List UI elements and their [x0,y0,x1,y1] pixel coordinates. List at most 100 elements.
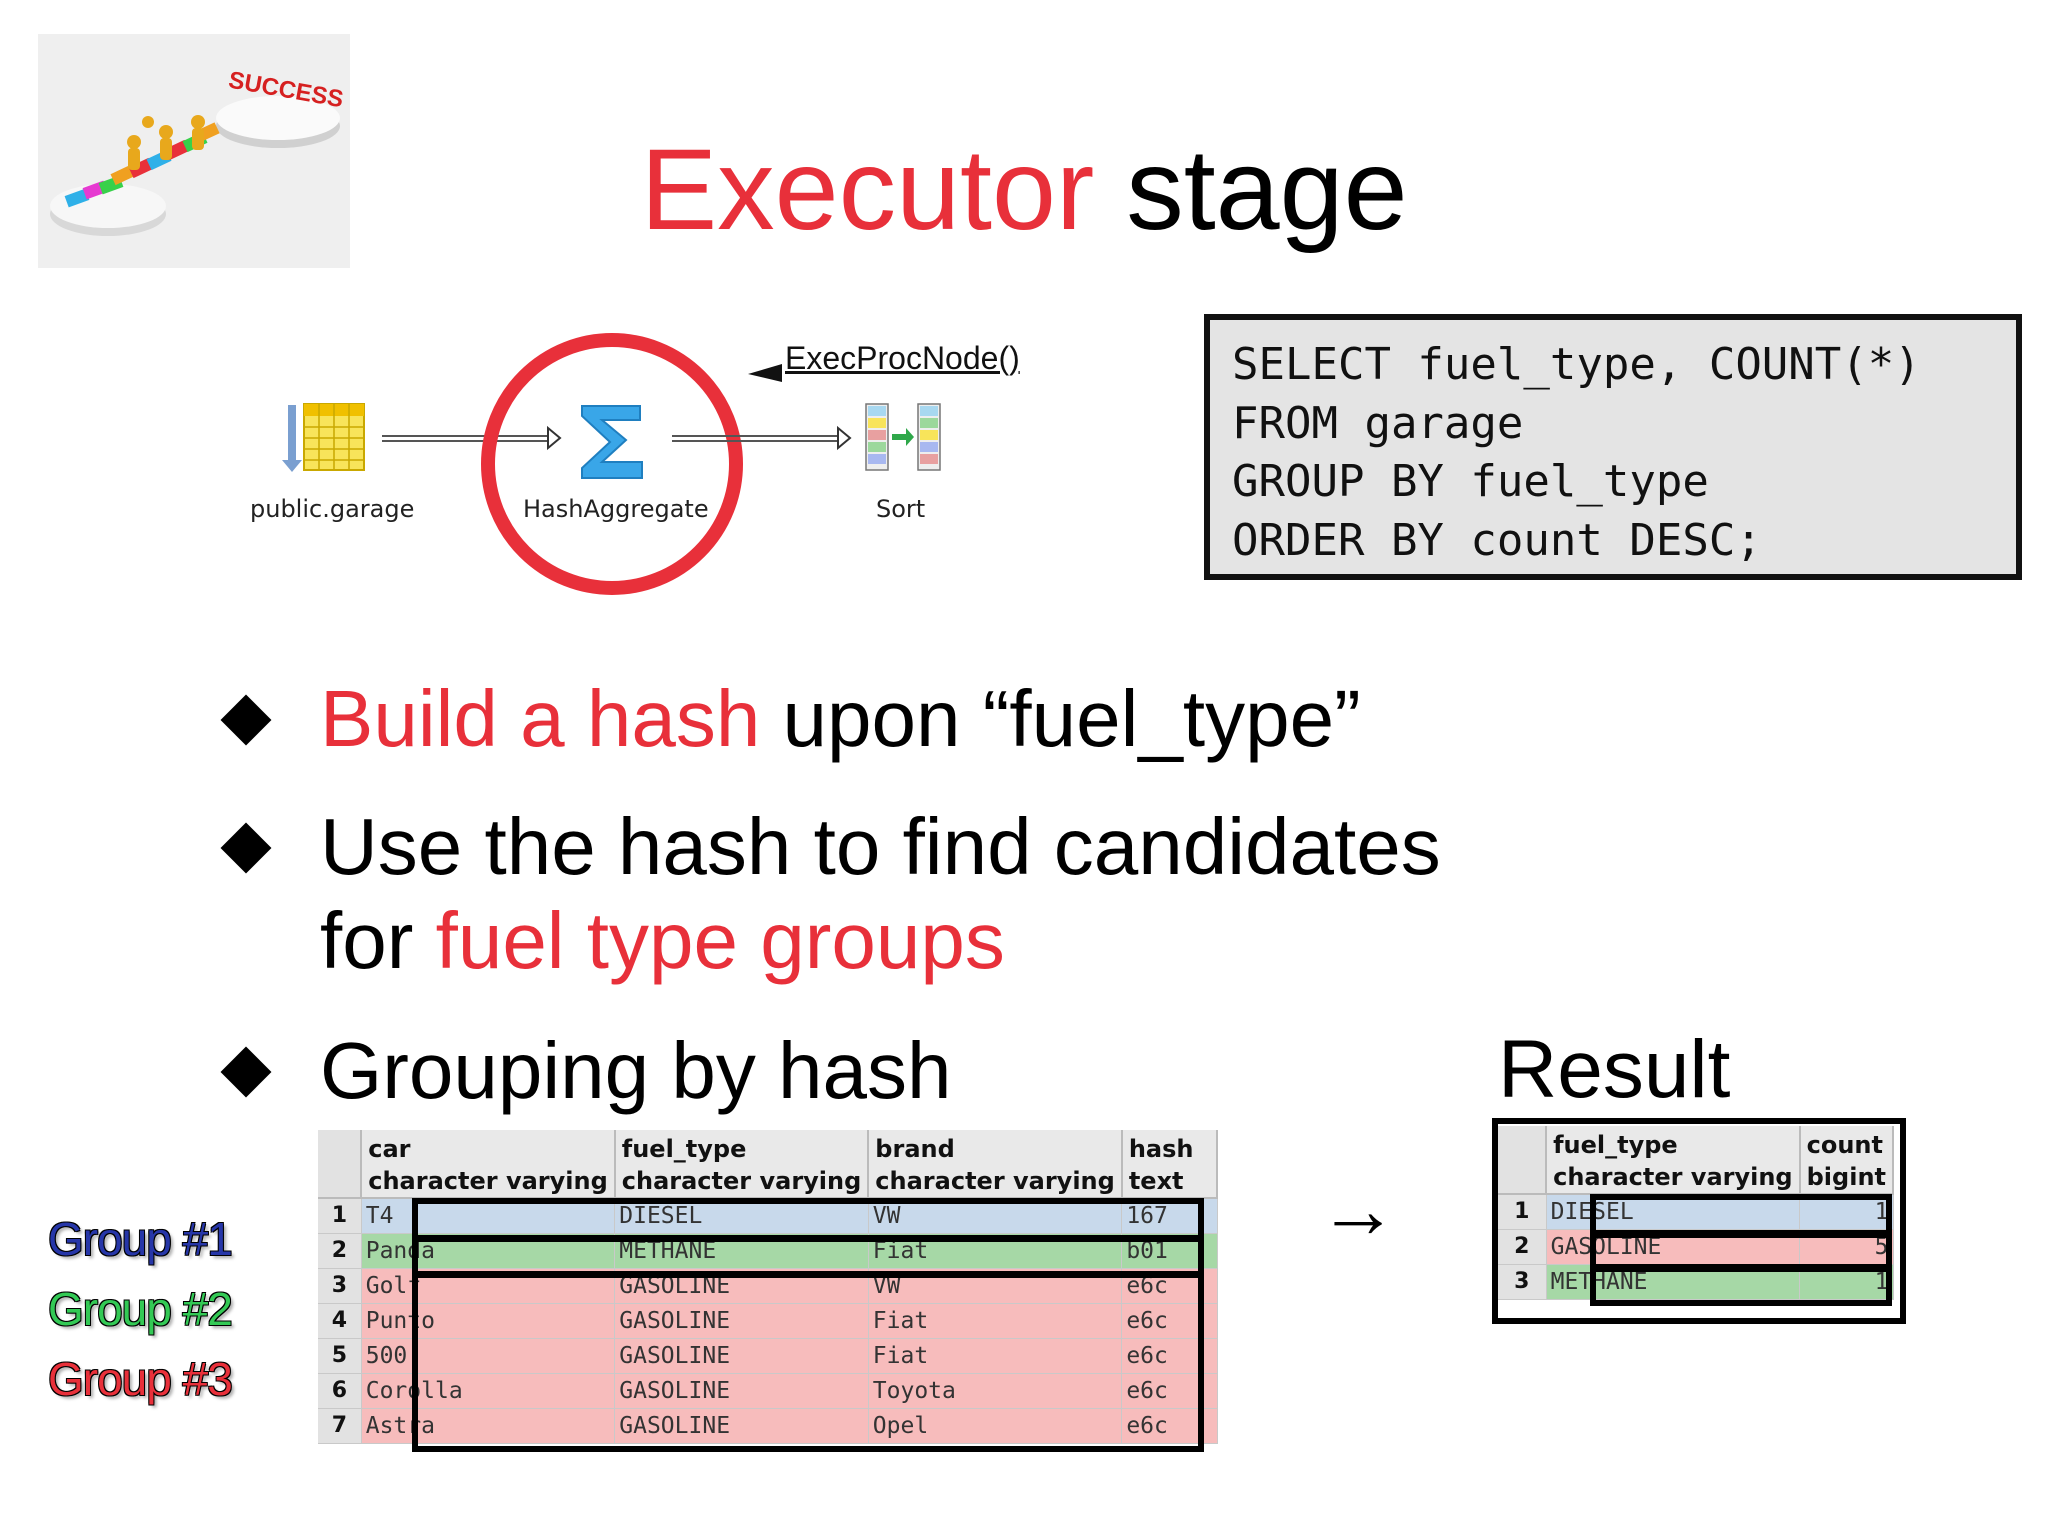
title-highlight: Executor [640,126,1095,254]
cell-car[interactable]: Punto [361,1303,616,1339]
column-header-fuel-type[interactable]: fuel_type character varying [1546,1126,1801,1195]
success-steps-icon: SUCCESS [50,67,345,236]
cell-car[interactable]: Corolla [361,1373,616,1409]
cell-hash[interactable]: e6c [1121,1338,1218,1374]
cell-fuel-type[interactable]: METHANE [1546,1264,1801,1300]
table-row[interactable]: 7 Astra GASOLINE Opel e6c [318,1408,1218,1444]
cell-fuel-type[interactable]: GASOLINE [1546,1229,1801,1265]
column-header-brand[interactable]: brand character varying [868,1130,1123,1199]
column-type: character varying [1553,1163,1793,1191]
cell-brand[interactable]: Fiat [868,1233,1123,1269]
row-number: 5 [318,1338,362,1374]
group-label-3: Group #3 [48,1353,233,1405]
table-row[interactable]: 3 METHANE 1 [1498,1264,1894,1300]
cell-car[interactable]: Golf [361,1268,616,1304]
cell-car[interactable]: 500 [361,1338,616,1374]
bullet-text: Use the hash to find candidates [320,802,1441,891]
table-row[interactable]: 2 Panda METHANE Fiat b01 [318,1233,1218,1269]
sql-line: ORDER BY count DESC; [1232,514,1762,566]
column-header-hash[interactable]: hash text [1121,1130,1219,1199]
table-row[interactable]: 5 500 GASOLINE Fiat e6c [318,1338,1218,1374]
row-number: 1 [318,1198,362,1234]
cell-fuel-type[interactable]: GASOLINE [614,1408,869,1444]
table-row[interactable]: 1 DIESEL 1 [1498,1194,1894,1230]
group-label-2: Group #2 [48,1283,233,1335]
sort-icon [865,403,941,471]
table-row[interactable]: 3 Golf GASOLINE VW e6c [318,1268,1218,1304]
cell-count[interactable]: 5 [1799,1229,1894,1265]
row-number-header [1498,1126,1548,1195]
sql-line: SELECT fuel_type, COUNT(*) [1232,339,1921,390]
column-type: character varying [621,1167,862,1195]
cell-brand[interactable]: Fiat [868,1338,1123,1374]
cell-fuel-type[interactable]: GASOLINE [614,1338,869,1374]
cell-fuel-type[interactable]: DIESEL [1546,1194,1801,1230]
cell-fuel-type[interactable]: GASOLINE [614,1303,869,1339]
row-number: 4 [318,1303,362,1339]
bullet-text: upon “fuel_type” [760,674,1361,763]
row-number: 3 [318,1268,362,1304]
cell-fuel-type[interactable]: GASOLINE [614,1268,869,1304]
cell-hash[interactable]: b01 [1121,1233,1218,1269]
table-row[interactable]: 6 Corolla GASOLINE Toyota e6c [318,1373,1218,1409]
table-row[interactable]: 1 T4 DIESEL VW 167 [318,1198,1218,1234]
column-name: fuel_type [1553,1131,1678,1159]
success-logo: SUCCESS [38,34,350,268]
table-row[interactable]: 2 GASOLINE 5 [1498,1229,1894,1265]
cell-brand[interactable]: Opel [868,1408,1123,1444]
column-name: brand [875,1135,955,1163]
cell-car[interactable]: Panda [361,1233,616,1269]
result-heading: Result [1498,1024,1731,1115]
table-row[interactable]: 4 Punto GASOLINE Fiat e6c [318,1303,1218,1339]
bullet-highlight: Build a hash [320,674,761,763]
table-icon [282,403,365,472]
cell-fuel-type[interactable]: GASOLINE [614,1373,869,1409]
row-number: 7 [318,1408,362,1444]
row-number: 3 [1498,1264,1547,1300]
row-number-header [318,1130,363,1199]
cell-car[interactable]: Astra [361,1408,616,1444]
sql-line: FROM garage [1232,397,1524,449]
cell-brand[interactable]: VW [868,1268,1123,1304]
sigma-icon [581,405,643,479]
node-label-sort: Sort [876,495,926,523]
cell-fuel-type[interactable]: DIESEL [614,1198,869,1234]
column-type: text [1128,1167,1184,1195]
cell-hash[interactable]: e6c [1121,1303,1218,1339]
cell-fuel-type[interactable]: METHANE [614,1233,869,1269]
bullet-diamond-icon [220,1046,272,1098]
row-number: 2 [318,1233,362,1269]
bullet-diamond-icon [220,822,272,874]
sql-query-box: SELECT fuel_type, COUNT(*) FROM garage G… [1204,314,2022,580]
title-rest: stage [1094,126,1408,254]
bullet-text: for [320,896,436,985]
cell-hash[interactable]: e6c [1121,1373,1218,1409]
flow-arrow-1 [382,425,562,451]
query-plan-diagram: public.garage HashAggregate Sort [230,320,1070,610]
group-label-1: Group #1 [48,1213,233,1265]
cell-brand[interactable]: Fiat [868,1303,1123,1339]
cell-hash[interactable]: e6c [1121,1268,1218,1304]
cell-brand[interactable]: VW [868,1198,1123,1234]
result-arrow: → [1318,1165,1398,1254]
column-type: bigint [1806,1163,1886,1191]
cell-count[interactable]: 1 [1799,1264,1894,1300]
column-name: car [368,1135,411,1163]
cell-car[interactable]: T4 [361,1198,616,1234]
highlight-circle [481,333,743,595]
column-type: character varying [875,1167,1115,1195]
cell-hash[interactable]: e6c [1121,1408,1218,1444]
cell-brand[interactable]: Toyota [868,1373,1123,1409]
execproc-pointer [748,364,782,382]
cell-hash[interactable]: 167 [1121,1198,1218,1234]
row-number: 6 [318,1373,362,1409]
column-name: hash [1128,1135,1194,1163]
cell-count[interactable]: 1 [1799,1194,1894,1230]
node-label-public-garage: public.garage [250,495,415,523]
